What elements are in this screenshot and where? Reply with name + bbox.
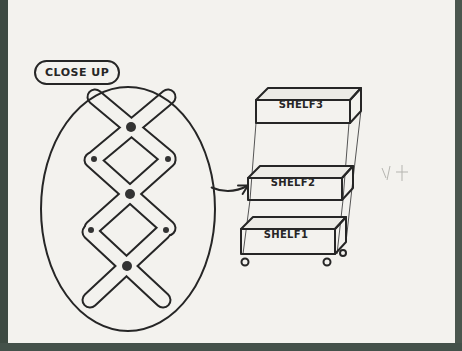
arrow-head <box>238 186 248 194</box>
faint-scribble <box>382 165 408 181</box>
shelf-side <box>342 166 353 200</box>
paper-edge <box>0 0 8 351</box>
shelf-side <box>350 88 361 123</box>
arrow-line <box>212 186 248 192</box>
shelf-label: SHELF3 <box>254 99 348 110</box>
scissor-mechanism <box>88 97 171 300</box>
wheels <box>242 250 347 266</box>
shelf-top <box>256 88 361 100</box>
paper-edge <box>455 0 462 351</box>
paper-edge <box>0 343 462 351</box>
pointer-arrow <box>212 186 248 194</box>
shelf-label: SHELF2 <box>246 177 340 188</box>
shelf-box: SHELF1 <box>239 216 347 256</box>
shelf-box: SHELF2 <box>246 165 354 202</box>
oval-border <box>41 87 215 331</box>
shelf-top <box>241 217 346 229</box>
oval-outline <box>40 86 216 332</box>
shelf-side <box>335 217 346 254</box>
shelf-box: SHELF3 <box>254 87 362 125</box>
close-up-oval: CLOSE UP <box>40 86 216 332</box>
close-up-label: CLOSE UP <box>34 60 120 85</box>
shelf-top <box>248 166 353 178</box>
shelf-label: SHELF1 <box>239 229 333 240</box>
